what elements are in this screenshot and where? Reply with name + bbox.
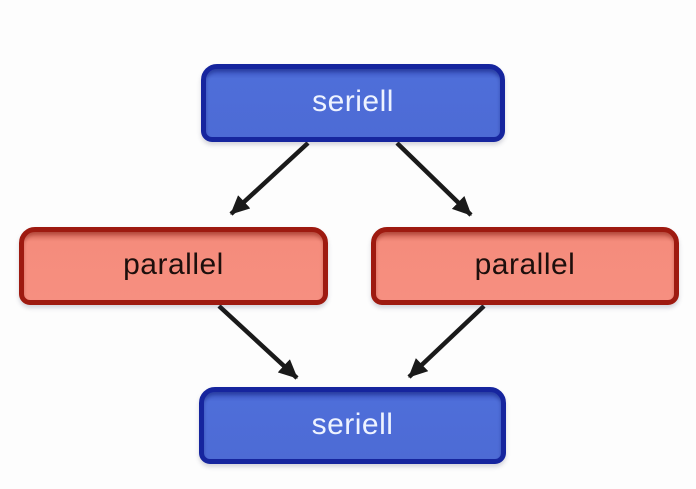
node-seriell-bottom: seriell	[199, 387, 506, 464]
node-parallel-left: parallel	[19, 227, 328, 305]
node-parallel-right: parallel	[371, 227, 679, 305]
arrow-top-to-right-icon	[395, 141, 473, 217]
arrow-left-to-bottom-icon	[217, 304, 299, 380]
arrow-top-to-left-icon	[229, 141, 310, 216]
node-label: parallel	[474, 248, 576, 281]
arrow-right-to-bottom-icon	[407, 304, 486, 379]
node-label: parallel	[123, 248, 224, 281]
node-seriell-top: seriell	[201, 64, 505, 142]
node-label: seriell	[311, 407, 394, 441]
node-label: seriell	[312, 85, 394, 118]
